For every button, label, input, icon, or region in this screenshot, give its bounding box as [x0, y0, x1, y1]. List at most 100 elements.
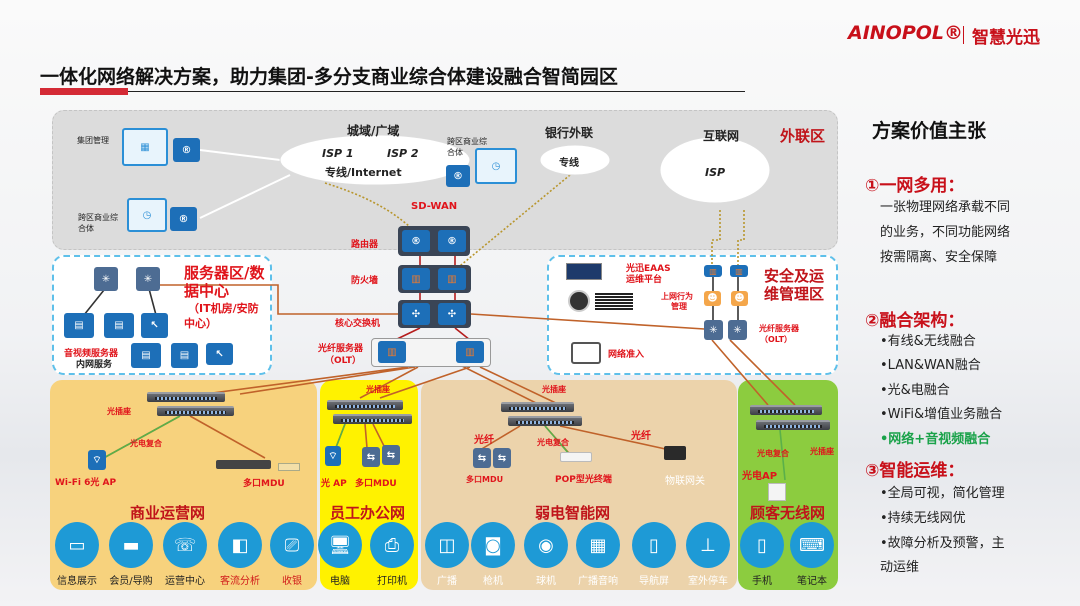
- branch2-label: 跨区商业综合体: [447, 137, 487, 157]
- pop-terminal-device: [560, 452, 592, 462]
- switch-icon: ✳: [136, 267, 160, 291]
- router-label: 路由器: [351, 240, 379, 250]
- branch-building-icon: ◷: [475, 148, 517, 184]
- optical-socket-device: [508, 416, 582, 426]
- sdwan-label: SD-WAN: [411, 201, 458, 212]
- commerce-ap-label: Wi-Fi 6光 AP: [55, 478, 117, 488]
- isp1-label: ISP 1: [322, 147, 354, 160]
- link-line: [79, 275, 739, 331]
- hq-label: 集团管理: [77, 136, 109, 145]
- core-switch-icon: ✣: [438, 303, 466, 325]
- nav-screen-icon: ▯: [632, 522, 676, 568]
- value-2-item: •LAN&WAN融合: [880, 358, 981, 373]
- optical-socket-device: [750, 405, 822, 415]
- customer-zone-title: 顾客无线网: [750, 504, 826, 522]
- weak-hybrid-label: 光电复合: [537, 438, 569, 447]
- optical-socket-device: [756, 420, 830, 430]
- av-server-label: 音视频服务器: [64, 349, 119, 359]
- eaas-label-1: 光迅EAAS: [626, 264, 671, 274]
- title-accent-bar: [40, 88, 128, 95]
- value-1-line: 的业务，不同功能网络: [880, 225, 1011, 240]
- nac-label: 网络准入: [608, 350, 645, 360]
- mdu-device: [216, 460, 271, 469]
- computer-icon: 🖥: [318, 522, 362, 568]
- internet-label: 互联网: [703, 129, 740, 143]
- laptop-icon: ⌨: [790, 522, 834, 568]
- server-icon: ▤: [131, 343, 161, 368]
- server-zone-sub-2: 中心）: [184, 317, 217, 330]
- weak-fiber-label-2: 光纤: [631, 431, 651, 442]
- firewall-icon: ▥: [402, 268, 430, 290]
- optical-socket-device: [327, 400, 403, 410]
- server-icon: ↖: [206, 343, 233, 365]
- server-zone-sub-1: （IT机房/安防: [188, 302, 259, 315]
- value-1-line: 按需隔离、安全保障: [880, 250, 998, 265]
- behavior-label-1: 上网行为: [661, 292, 693, 301]
- value-2-item: •光&电融合: [880, 383, 950, 398]
- bullet-camera-icon: ◙: [471, 522, 515, 568]
- circle-label: 客流分析: [220, 576, 260, 587]
- wifi-ap-icon: ⌔: [325, 446, 341, 466]
- mdu-icon: ⇆: [382, 445, 400, 465]
- link-line: [394, 256, 471, 341]
- panel-title: 方案价值主张: [872, 120, 987, 142]
- printer-icon: ⎙: [370, 522, 414, 568]
- commerce-mdu-label: 多口MDU: [243, 479, 285, 489]
- mdu-device: [278, 463, 300, 471]
- customer-hybrid-label: 光电复合: [757, 449, 789, 458]
- optical-socket-device: [333, 414, 412, 424]
- optical-socket-device: [147, 392, 225, 402]
- olt-icon: ▥: [378, 341, 406, 363]
- circle-label: 信息展示: [57, 576, 97, 587]
- router-icon: ®: [438, 230, 466, 252]
- behavior-label-2: 管理: [671, 302, 687, 311]
- customer-socket-label: 光插座: [810, 447, 834, 456]
- core-switch-label: 核心交换机: [335, 319, 381, 329]
- value-1-line: 一张物理网络承载不同: [880, 200, 1011, 215]
- eaas-label-2: 运维平台: [626, 275, 663, 285]
- camera-icon: ◧: [218, 522, 262, 568]
- commerce-hybrid-label: 光电复合: [130, 439, 162, 448]
- pos-icon: ⎚: [270, 522, 314, 568]
- brand-logo: AINOPOL®: [848, 22, 964, 44]
- optical-socket-device: [157, 406, 234, 416]
- intranet-label: 内网服务: [76, 360, 113, 370]
- behavior-mgmt-icon: ☻: [731, 291, 748, 306]
- isp2-label: ISP 2: [387, 147, 419, 160]
- value-2-item-highlight: •网络+音视频融合: [880, 432, 991, 447]
- olt-icon: ▥: [456, 341, 484, 363]
- weak-zone-title: 弱电智能网: [535, 504, 611, 522]
- value-2-heading: ②融合架构：: [865, 311, 965, 331]
- optical-socket-device: [501, 402, 574, 412]
- value-3-item: •持续无线网优: [880, 511, 966, 526]
- link-line: [99, 415, 786, 481]
- link-line: [160, 284, 796, 406]
- phone-icon: ▯: [740, 522, 784, 568]
- link-line: [324, 174, 745, 271]
- circle-label: 电脑: [330, 576, 350, 587]
- customer-ap-label: 光电AP: [742, 471, 778, 482]
- nac-monitor-icon: [571, 342, 601, 364]
- switch-icon: ✳: [728, 320, 747, 340]
- olt-label-2: （OLT）: [325, 356, 362, 366]
- value-2-item: •WiFi&增值业务融合: [880, 407, 1003, 422]
- metro-label: 城域/广域: [347, 124, 400, 138]
- olt-label: 光纤服务器: [318, 344, 364, 354]
- branch1-label: 跨区商业综合体: [78, 213, 118, 233]
- weak-fiber-label-1: 光纤: [474, 435, 494, 446]
- bank-label: 银行外联: [545, 126, 594, 140]
- circle-label: 运营中心: [165, 576, 205, 587]
- mdu-icon: ⇆: [473, 448, 491, 468]
- commerce-zone-title: 商业运营网: [130, 504, 206, 522]
- parking-gate-icon: ⊥: [686, 522, 730, 568]
- circle-label: 广播音响: [578, 576, 618, 587]
- hybrid-ap-device: [768, 483, 786, 501]
- firewall-icon: ▥: [704, 265, 722, 277]
- security-zone-title-2: 维管理区: [764, 285, 825, 303]
- pop-label: POP型光终端: [555, 475, 612, 485]
- external-zone-title: 外联区: [780, 127, 826, 145]
- core-switch-icon: ✣: [402, 303, 430, 325]
- link-line: [199, 149, 291, 219]
- wifi-ap-icon: ⌔: [88, 450, 106, 470]
